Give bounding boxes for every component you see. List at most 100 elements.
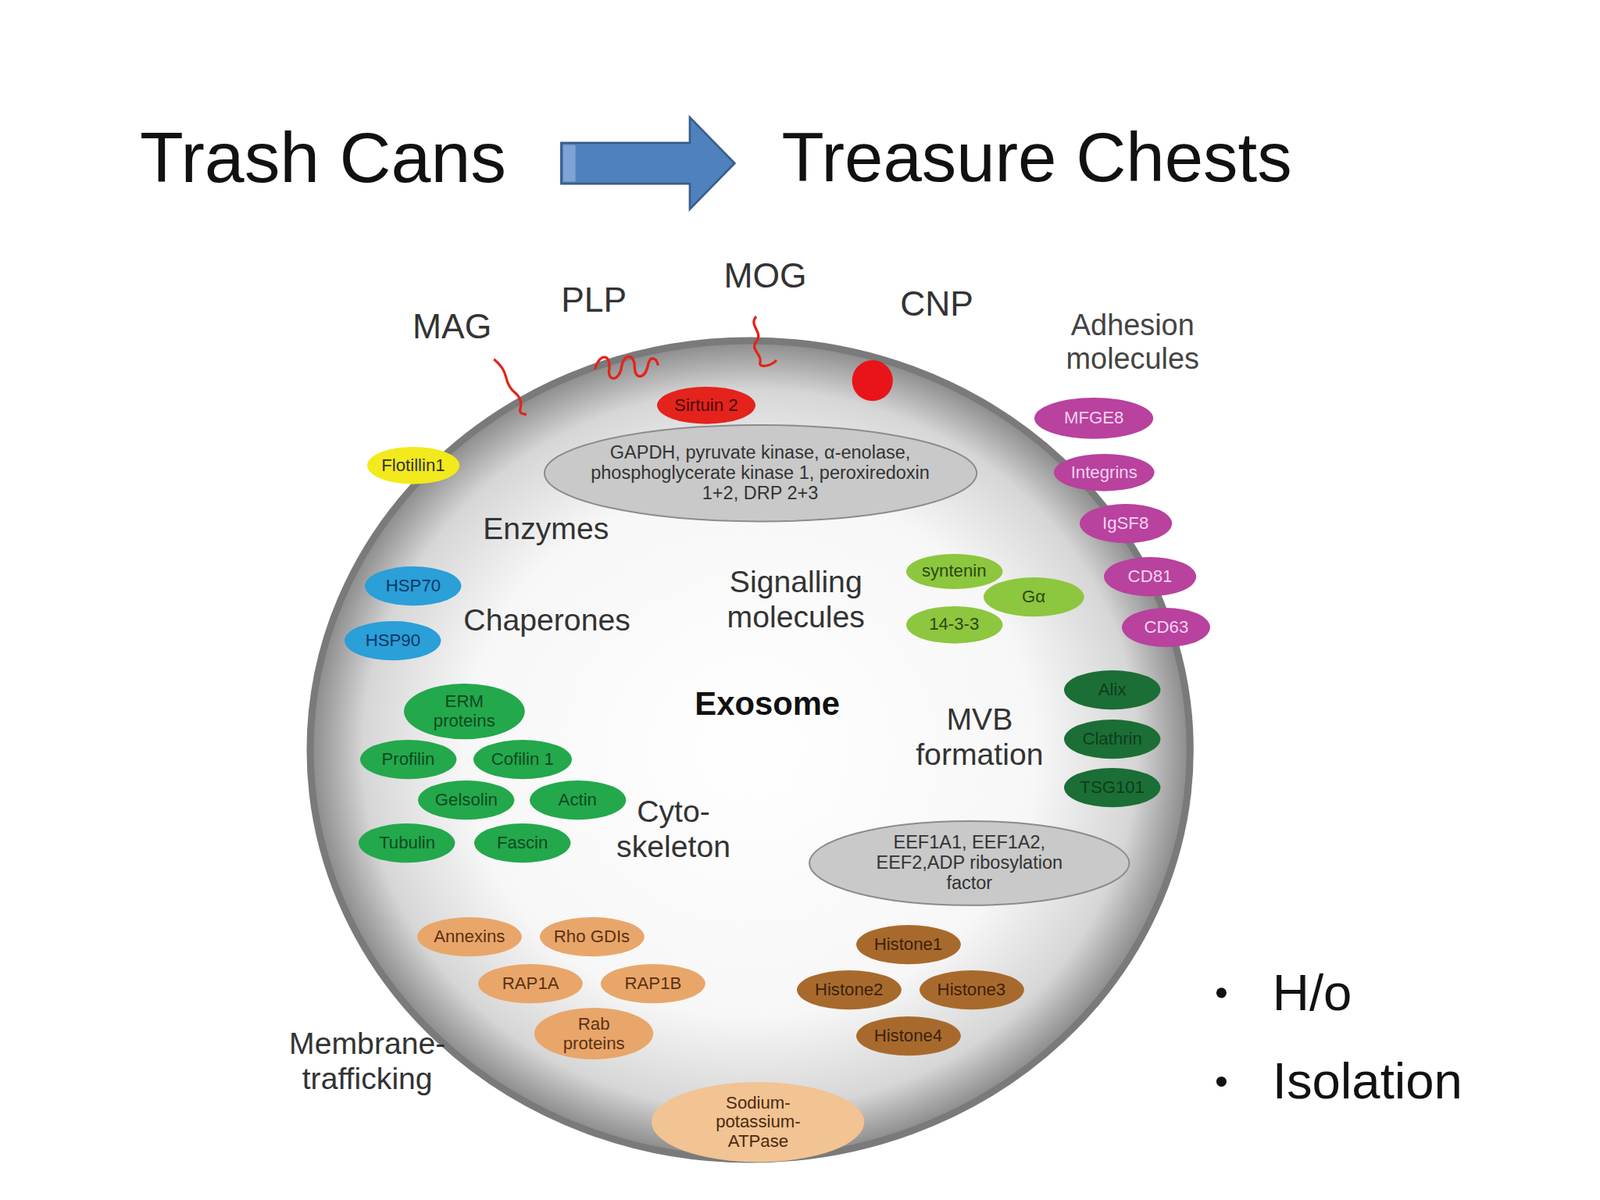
- ellipse-shape: [856, 1016, 961, 1056]
- protein-name: Annexins: [417, 927, 521, 947]
- protein-name: Clathrin: [1065, 728, 1160, 748]
- protein-name: Gα: [984, 587, 1083, 607]
- protein-name: RAP1B: [602, 974, 705, 993]
- protein-ellipse: RAP1B: [600, 963, 707, 1004]
- block-arrow: [560, 117, 735, 210]
- ellipse-shape: [1064, 767, 1161, 808]
- protein-ellipse: ERM proteins: [403, 682, 526, 740]
- protein-name: HSP90: [346, 631, 440, 650]
- ellipse-shape: [906, 606, 1003, 644]
- protein-ellipse: RAP1A: [477, 963, 584, 1004]
- vesicle-title: Exosome: [614, 685, 921, 722]
- protein-ellipse: Sodium-potassium-ATPase: [650, 1081, 865, 1163]
- ellipse-shape: [360, 739, 457, 779]
- protein-name: Histone2: [797, 980, 900, 1000]
- protein-ellipse: Rho GDIs: [539, 916, 646, 958]
- group-label: MVB formation: [892, 701, 1067, 772]
- slide-title: Trash Cans: [139, 117, 507, 200]
- protein-label: MOG: [724, 255, 808, 296]
- group-label: Adhesion molecules: [1040, 308, 1225, 377]
- protein-ellipse: CD63: [1121, 607, 1211, 648]
- group-label: Chaperones: [463, 603, 630, 639]
- ellipse-shape: [539, 917, 645, 957]
- protein-name: IgSF8: [1080, 514, 1171, 533]
- protein-name: TSG101: [1065, 778, 1160, 797]
- ellipse-shape: [1079, 503, 1172, 543]
- protein-name: Tubulin: [360, 833, 454, 853]
- ellipse-shape: [657, 386, 756, 425]
- ellipse-shape: [473, 739, 572, 779]
- ellipse-shape: [364, 566, 461, 606]
- bullet-text: Isolation: [1272, 1052, 1463, 1111]
- protein-name: Histone4: [857, 1025, 960, 1045]
- protein-name: 14-3-3: [907, 614, 1001, 634]
- protein-label: MAG: [412, 306, 492, 347]
- protein-ellipse: Tubulin: [357, 822, 456, 864]
- group-label: Enzymes: [482, 510, 609, 547]
- ellipse-shape: [544, 425, 977, 522]
- protein-name: Sirtuin 2: [660, 395, 753, 415]
- protein-name: RAP1A: [479, 974, 583, 993]
- protein-ellipse: Histone1: [855, 924, 962, 965]
- protein-name: Rab proteins: [557, 1014, 629, 1054]
- protein-name: CD81: [1105, 567, 1196, 586]
- ellipse-shape: [983, 577, 1085, 617]
- ellipse-shape: [1103, 557, 1197, 597]
- ellipse-shape: [1064, 719, 1161, 759]
- protein-name: Gelsolin: [419, 790, 514, 810]
- protein-ellipse: IgSF8: [1078, 503, 1173, 544]
- protein-ellipse: Integrins: [1053, 453, 1156, 493]
- protein-name: MFGE8: [1037, 408, 1150, 428]
- group-label: Cyto- skeleton: [602, 793, 746, 865]
- arrow-highlight: [563, 144, 576, 182]
- ellipse-shape: [809, 821, 1129, 906]
- protein-ellipse: Histone3: [918, 969, 1025, 1011]
- ellipse-shape: [478, 964, 583, 1004]
- protein-name: HSP70: [366, 575, 461, 595]
- ellipse-shape: [1064, 670, 1161, 710]
- protein-ellipse: MFGE8: [1033, 396, 1154, 440]
- protein-name: CD63: [1123, 617, 1210, 637]
- protein-ellipse: Fascin: [473, 822, 572, 864]
- protein-ellipse: syntenin: [905, 553, 1004, 590]
- protein-ellipse: CD81: [1103, 556, 1197, 597]
- ellipse-shape: [417, 917, 522, 957]
- ellipse-shape: [856, 925, 961, 965]
- protein-label: CNP: [900, 284, 974, 325]
- ellipse-shape: [600, 964, 706, 1004]
- ellipse-shape: [474, 823, 571, 863]
- slide-title: Treasure Chests: [781, 117, 1292, 198]
- ellipse-shape: [403, 683, 525, 740]
- ellipse-shape: [529, 780, 626, 820]
- ellipse-shape: [358, 823, 455, 863]
- protein-name: Integrins: [1055, 463, 1154, 483]
- protein-ellipse: Histone4: [855, 1015, 962, 1057]
- protein-ellipse: Histone2: [796, 969, 903, 1011]
- ellipse-shape: [796, 970, 902, 1010]
- protein-name: ERM proteins: [428, 692, 500, 731]
- ellipse-shape: [906, 553, 1003, 590]
- protein-ellipse: HSP70: [364, 565, 462, 607]
- protein-name: Rho GDIs: [540, 927, 643, 947]
- ellipse-shape: [919, 970, 1025, 1010]
- protein-name: GAPDH, pyruvate kinase, α-enolase, phosp…: [578, 442, 942, 504]
- protein-name: Cofilin 1: [474, 750, 571, 769]
- protein-name: syntenin: [907, 561, 1001, 581]
- protein-name: Actin: [530, 790, 625, 810]
- factor-group-ellipse: EEF1A1, EEF1A2, EEF2,ADP ribosylation fa…: [808, 820, 1130, 907]
- protein-name: Flotillin1: [367, 455, 458, 475]
- ellipse-shape: [1034, 397, 1154, 440]
- protein-ellipse: Cofilin 1: [472, 739, 573, 780]
- protein-ellipse: Actin: [528, 779, 627, 821]
- protein-ellipse: Rab proteins: [533, 1007, 654, 1061]
- ellipse-shape: [534, 1007, 654, 1060]
- protein-name: Histone1: [857, 935, 960, 954]
- group-label: Signalling molecules: [709, 564, 883, 635]
- protein-ellipse: 14-3-3: [905, 605, 1004, 645]
- protein-ellipse: Alix: [1063, 669, 1161, 711]
- protein-name: Profilin: [360, 750, 455, 769]
- ellipse-shape: [367, 446, 460, 485]
- protein-ellipse: Annexins: [416, 916, 523, 958]
- protein-ellipse: TSG101: [1063, 767, 1161, 808]
- protein-ellipse: Profilin: [359, 739, 458, 780]
